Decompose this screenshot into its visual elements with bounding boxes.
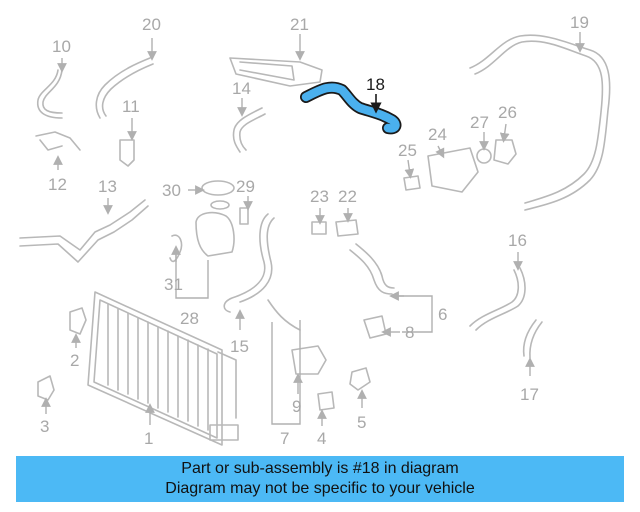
part-16-hose xyxy=(469,269,520,327)
banner-line-disclaimer: Diagram may not be specific to your vehi… xyxy=(165,480,475,497)
leader-lines xyxy=(41,32,585,426)
part-17-hose xyxy=(522,319,537,357)
part-24-housing xyxy=(427,147,479,193)
callout-4: 4 xyxy=(317,429,326,448)
callout-22: 22 xyxy=(338,187,357,206)
callout-7: 7 xyxy=(280,429,289,448)
part-1-radiator xyxy=(87,291,239,446)
part-12-bracket xyxy=(35,131,81,151)
callout-16: 16 xyxy=(508,231,527,250)
part-15-hose xyxy=(223,213,269,313)
callout-2: 2 xyxy=(70,351,79,370)
callout-3: 3 xyxy=(40,417,49,436)
callout-29: 29 xyxy=(236,177,255,196)
part-6-hose xyxy=(349,249,393,295)
callout-13: 13 xyxy=(98,177,117,196)
callout-20: 20 xyxy=(142,15,161,34)
callout-14: 14 xyxy=(232,79,251,98)
callout-15: 15 xyxy=(230,337,249,356)
callout-9: 9 xyxy=(292,397,301,416)
callout-26: 26 xyxy=(498,103,517,122)
callout-28: 28 xyxy=(180,309,199,328)
part-3-bracket xyxy=(37,375,55,401)
part-30-cap xyxy=(201,180,235,196)
part-28-reservoir xyxy=(195,211,235,257)
part-18-hose-highlighted xyxy=(300,81,402,135)
part-23-plug xyxy=(311,221,327,235)
part-19-hose xyxy=(469,34,611,211)
parts-diagram: 1 2 3 4 5 6 7 8 9 10 11 12 13 14 15 16 1… xyxy=(19,13,611,448)
callout-8: 8 xyxy=(405,323,414,342)
part-4-sensor xyxy=(317,391,335,411)
part-13-pipe xyxy=(19,199,146,251)
part-9-fitting xyxy=(291,345,327,375)
callout-5: 5 xyxy=(357,413,366,432)
callout-11: 11 xyxy=(122,97,140,116)
callout-24: 24 xyxy=(428,125,447,144)
part-2-bracket xyxy=(69,307,87,335)
callout-25: 25 xyxy=(398,141,417,160)
callout-27: 27 xyxy=(470,113,489,132)
part-25-ring xyxy=(403,175,421,191)
part-11-sensor xyxy=(119,139,135,167)
part-29-sensor xyxy=(239,207,249,225)
callout-17: 17 xyxy=(520,385,539,404)
part-20-hose xyxy=(95,57,151,119)
part-5-switch xyxy=(349,367,371,391)
callout-18: 18 xyxy=(366,75,385,94)
part-8-connector xyxy=(363,315,387,339)
callout-23: 23 xyxy=(310,187,329,206)
callout-31: 31 xyxy=(164,275,183,294)
part-14-hose xyxy=(232,107,263,153)
part-21-flange xyxy=(229,57,323,87)
callout-1: 1 xyxy=(144,429,153,448)
info-banner: Part or sub-assembly is #18 in diagram D… xyxy=(16,456,624,502)
part-10-hose xyxy=(36,69,63,119)
part-27-seal xyxy=(476,148,492,164)
part-26-housing xyxy=(493,139,517,165)
callout-21: 21 xyxy=(290,15,309,34)
callout-labels: 1 2 3 4 5 6 7 8 9 10 11 12 13 14 15 16 1… xyxy=(40,13,589,448)
callout-6: 6 xyxy=(438,305,447,324)
banner-line-part: Part or sub-assembly is #18 in diagram xyxy=(181,460,459,477)
callout-19: 19 xyxy=(570,13,589,32)
callout-10: 10 xyxy=(52,37,71,56)
callout-12: 12 xyxy=(48,175,67,194)
callout-30: 30 xyxy=(162,181,181,200)
part-22-connector xyxy=(335,219,359,237)
